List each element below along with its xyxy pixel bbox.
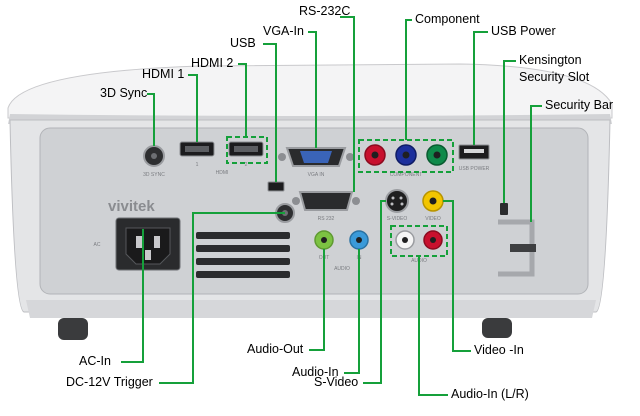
component-group-box bbox=[358, 139, 454, 173]
security-bar bbox=[498, 219, 536, 277]
panel-print-rs232: RS 232 bbox=[318, 216, 335, 222]
callout-lines bbox=[121, 16, 542, 396]
s-video-port: S-VIDEO bbox=[385, 189, 409, 222]
left-foot bbox=[58, 318, 88, 340]
callout-usb bbox=[263, 43, 277, 182]
panel-print-hdmi-2: 2 bbox=[245, 162, 248, 168]
vga-in-port: VGA IN bbox=[278, 147, 354, 178]
panel-print-vga: VGA IN bbox=[308, 172, 325, 178]
brand-logo: vivitek bbox=[108, 198, 155, 215]
label-ac-in: AC-In bbox=[79, 354, 111, 368]
callout-ac-in bbox=[121, 229, 144, 363]
label-kensington-line2: Security Slot bbox=[519, 70, 590, 84]
callout-hdmi-2 bbox=[238, 63, 247, 137]
panel-print-video: VIDEO bbox=[425, 216, 441, 222]
callout-audio-in bbox=[344, 249, 360, 374]
callout-rs232c bbox=[340, 16, 355, 192]
usb-power-port: USB POWER bbox=[458, 144, 490, 172]
callout-s-video bbox=[363, 200, 386, 384]
callout-kensington bbox=[503, 60, 516, 203]
3d-sync-port: 3D SYNC bbox=[143, 145, 165, 178]
callout-vga-in bbox=[308, 31, 317, 148]
label-audio-out: Audio-Out bbox=[247, 342, 304, 356]
callout-audio-in-lr bbox=[418, 256, 448, 396]
label-3d-sync: 3D Sync bbox=[100, 86, 148, 100]
panel-print-s-video: S-VIDEO bbox=[387, 216, 408, 222]
kensington-slot bbox=[500, 203, 508, 215]
component-blue-jack bbox=[395, 144, 417, 166]
label-video-in: Video -In bbox=[474, 343, 524, 357]
label-usb-power: USB Power bbox=[491, 24, 556, 38]
label-dc-trigger: DC-12V Trigger bbox=[66, 375, 153, 389]
right-foot bbox=[482, 318, 512, 338]
callout-security-bar bbox=[530, 105, 542, 222]
label-audio-in: Audio-In bbox=[292, 365, 339, 379]
hdmi-2-port: 2 bbox=[228, 141, 264, 168]
usb-port bbox=[267, 181, 285, 192]
label-s-video: S-Video bbox=[314, 375, 359, 389]
callout-3d-sync bbox=[147, 93, 155, 146]
video-in-jack: VIDEO bbox=[422, 190, 444, 222]
label-hdmi-1: HDMI 1 bbox=[142, 67, 185, 81]
audio-in-left-jack bbox=[395, 230, 415, 250]
callout-dc-trigger bbox=[159, 212, 285, 384]
component-red-jack bbox=[364, 144, 386, 166]
panel-print-usb-power: USB POWER bbox=[459, 166, 490, 172]
component-green-jack bbox=[426, 144, 448, 166]
label-hdmi-2: HDMI 2 bbox=[191, 56, 234, 70]
label-audio-in-lr: Audio-In (L/R) bbox=[451, 387, 529, 401]
label-security-bar: Security Bar bbox=[545, 98, 614, 112]
callout-audio-out bbox=[309, 249, 325, 351]
vent-slots bbox=[196, 232, 290, 278]
ac-in-socket: AC bbox=[94, 217, 181, 271]
label-vga-in: VGA-In bbox=[263, 24, 304, 38]
panel-print-3d-sync: 3D SYNC bbox=[143, 172, 165, 178]
callout-component bbox=[405, 19, 412, 140]
callout-usb-power bbox=[473, 31, 488, 145]
callout-hdmi-1 bbox=[188, 74, 198, 142]
panel-print-component: COMPONENT bbox=[390, 172, 423, 178]
label-usb: USB bbox=[230, 36, 256, 50]
label-component: Component bbox=[415, 12, 480, 26]
panel-print-hdmi-1: 1 bbox=[196, 162, 199, 168]
rs232c-port: RS 232 bbox=[292, 191, 360, 222]
audio-in-right-jack bbox=[423, 230, 443, 250]
panel-print-hdmi: HDMI bbox=[216, 170, 229, 176]
panel-print-audio: AUDIO bbox=[334, 266, 350, 272]
callout-video-in bbox=[443, 200, 471, 352]
panel-print-ac: AC bbox=[94, 242, 101, 248]
label-rs232c: RS-232C bbox=[299, 4, 351, 18]
label-kensington-line1: Kensington bbox=[519, 53, 582, 67]
